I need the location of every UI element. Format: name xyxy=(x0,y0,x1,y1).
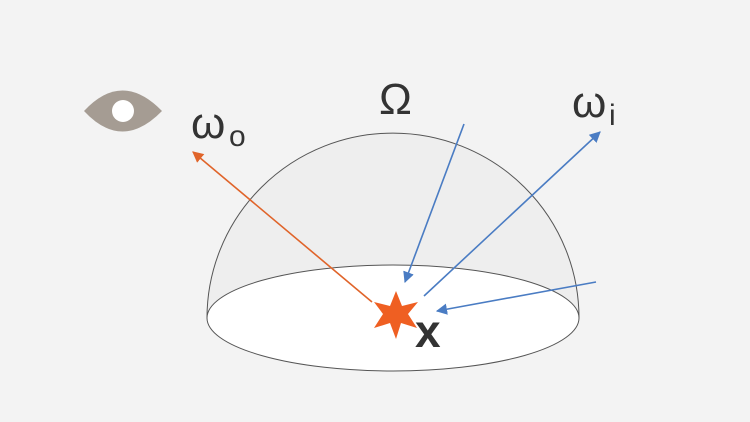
incoming-ray-omega-i xyxy=(423,131,601,297)
point-x-label: x xyxy=(415,305,441,357)
incoming-ray-from-side xyxy=(435,281,597,315)
incoming-ray-from-top xyxy=(403,123,465,284)
outgoing-ray xyxy=(192,151,373,303)
omega-outgoing-label: ω xyxy=(191,99,225,148)
omega-outgoing-subscript: o xyxy=(229,120,246,153)
eye-icon xyxy=(84,90,162,132)
omega-incoming-subscript: i xyxy=(609,99,616,132)
star-icon xyxy=(374,291,418,339)
hemisphere-omega-label: Ω xyxy=(379,75,412,124)
omega-incoming-label: ω xyxy=(572,78,606,127)
